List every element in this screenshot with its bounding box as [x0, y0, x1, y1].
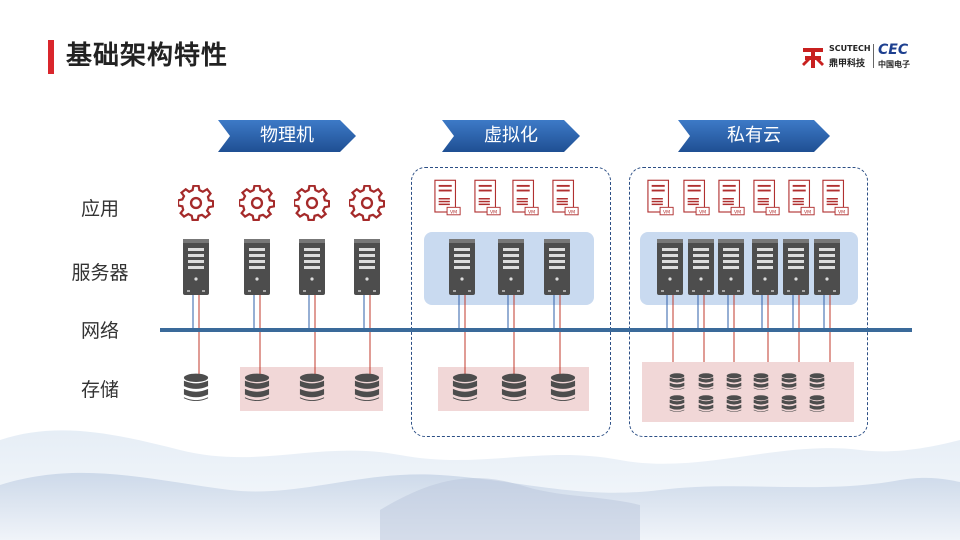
- logo-divider: [873, 44, 874, 68]
- server-icon: [498, 239, 524, 295]
- chevron-arrow-shape: [218, 120, 356, 152]
- vm-icon: [822, 179, 849, 216]
- chevron-arrow-shape: [678, 120, 830, 152]
- cec-logo-cn: 中国电子: [878, 60, 910, 69]
- company-logo: SCUTECH 鼎甲科技 CEC 中国电子: [800, 42, 916, 72]
- database-icon: [726, 373, 742, 390]
- vm-icon: [647, 179, 674, 216]
- server-icon: [544, 239, 570, 295]
- database-icon: [550, 373, 576, 401]
- server-icon: [718, 239, 744, 295]
- column-label-private-cloud: 私有云: [727, 125, 781, 146]
- database-icon: [698, 395, 714, 412]
- database-icon: [669, 395, 685, 412]
- vm-icon: [552, 179, 579, 216]
- database-icon: [244, 373, 270, 401]
- column-header-physical: 物理机: [218, 120, 356, 152]
- private-cloud-group-box: [629, 167, 868, 437]
- column-label-virtualization: 虚拟化: [484, 125, 538, 146]
- private-cloud-storage-pool: [642, 362, 854, 422]
- server-icon: [752, 239, 778, 295]
- scutech-logo-icon: [802, 48, 824, 68]
- database-icon: [452, 373, 478, 401]
- mountain-background: [0, 430, 960, 540]
- database-icon: [183, 373, 209, 401]
- app-gear-icon: [294, 185, 330, 221]
- database-icon: [809, 373, 825, 390]
- server-icon: [244, 239, 270, 295]
- server-icon: [688, 239, 714, 295]
- cec-logo-text: CEC: [878, 42, 909, 58]
- database-icon: [781, 395, 797, 412]
- server-icon: [814, 239, 840, 295]
- server-icon: [299, 239, 325, 295]
- scutech-logo-cn: 鼎甲科技: [829, 59, 866, 69]
- vm-icon: [753, 179, 780, 216]
- row-label-storage: 存储: [80, 379, 119, 401]
- vm-icon: [434, 179, 461, 216]
- vm-icon: [683, 179, 710, 216]
- server-icon: [449, 239, 475, 295]
- server-icon: [354, 239, 380, 295]
- database-icon: [753, 395, 769, 412]
- row-label-app: 应用: [80, 198, 119, 220]
- server-icon: [783, 239, 809, 295]
- database-icon: [669, 373, 685, 390]
- column-label-physical: 物理机: [260, 125, 314, 146]
- row-label-server: 服务器: [71, 262, 129, 284]
- database-icon: [299, 373, 325, 401]
- diagram-icons: [178, 179, 849, 412]
- database-icon: [726, 395, 742, 412]
- vm-icon: [474, 179, 501, 216]
- chevron-arrow-shape: [442, 120, 580, 152]
- vm-icon: [512, 179, 539, 216]
- column-header-private-cloud: 私有云: [678, 120, 830, 152]
- server-icon: [657, 239, 683, 295]
- connector-lines: [192, 292, 831, 375]
- title-accent-bar: [48, 40, 54, 74]
- page-title: 基础架构特性: [66, 41, 229, 71]
- database-icon: [354, 373, 380, 401]
- database-icon: [753, 373, 769, 390]
- database-icon: [809, 395, 825, 412]
- server-icon: [183, 239, 209, 295]
- vm-icon: [718, 179, 745, 216]
- row-label-network: 网络: [80, 320, 119, 342]
- column-header-virtualization: 虚拟化: [442, 120, 580, 152]
- virtualization-group-box: [411, 167, 611, 437]
- app-gear-icon: [239, 185, 275, 221]
- database-icon: [781, 373, 797, 390]
- vm-icon: [788, 179, 815, 216]
- database-icon: [501, 373, 527, 401]
- app-gear-icon: [349, 185, 385, 221]
- scutech-logo-text: SCUTECH: [829, 44, 871, 53]
- app-gear-icon: [178, 185, 214, 221]
- database-icon: [698, 373, 714, 390]
